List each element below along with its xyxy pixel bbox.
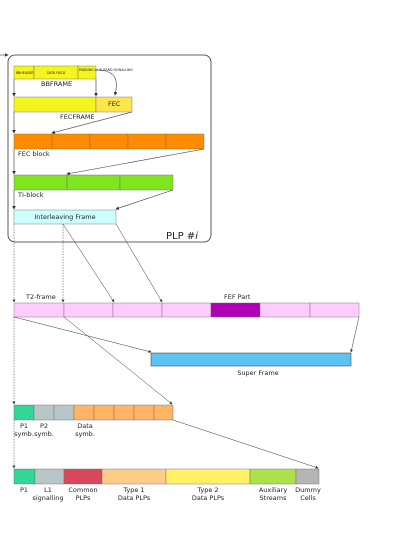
type1-cell-label: Type 1 [122, 486, 144, 494]
data-symbol-cell [93, 404, 115, 421]
p2-symb-label: P2 [40, 422, 48, 430]
t2-to-superframe-right [350, 316, 360, 353]
padding-label: PADDING or IN-BAND SIGNALLING [79, 68, 133, 72]
ti-block-cell [119, 174, 174, 191]
fecblock-to-tiblock-right [66, 148, 205, 176]
super-frame: Super Frame [150, 352, 352, 377]
fef-part-caption: FEF Part [224, 293, 251, 301]
t2-to-symbols-right [63, 316, 173, 405]
fec-block-cell [127, 133, 167, 150]
fecframe-caption: FECFRAME [60, 113, 95, 121]
t2-frame-cell [112, 302, 163, 318]
tiblock-to-interleaving-right [115, 189, 174, 210]
dummy-cells-cell [295, 468, 320, 485]
data-symbol-cell [113, 404, 135, 421]
p2-symb-label-2: symb. [34, 430, 54, 438]
ti-block-cell [13, 174, 68, 191]
ti-block-row: TI-block [13, 174, 174, 199]
ti-block-cell [66, 174, 121, 191]
cell-row: P1 L1 signalling Common PLPs Type 1 Data… [13, 468, 321, 502]
p1-symb-label: P1 [20, 422, 28, 430]
p2-symbol-cell [53, 404, 75, 421]
fec-block-cell [165, 133, 205, 150]
data-symbol-cell [133, 404, 155, 421]
p1-cell-label: P1 [20, 486, 28, 494]
fec-block-row: FEC block [13, 133, 205, 158]
fecframe: FEC FECFRAME [13, 96, 133, 121]
bbframe-to-fec-arrow [95, 69, 118, 96]
dummy-cell-label-2: Cells [300, 494, 316, 502]
t2-frame-cell [13, 302, 65, 318]
data-symb-label-2: symb. [75, 430, 95, 438]
padding-cell [77, 65, 97, 80]
type2-data-plps-cell [165, 468, 251, 485]
fec-block-cell [13, 133, 53, 150]
super-frame-caption: Super Frame [237, 369, 278, 377]
symbols-to-cells-right [172, 419, 319, 469]
if-to-t2-b [115, 223, 163, 303]
p1-symbol-cell [13, 404, 35, 421]
common-cell-label-2: PLPs [76, 494, 91, 502]
data-symb-label: Data [77, 422, 93, 430]
interleaving-frame: Interleaving Frame [13, 209, 117, 225]
bbframe-caption: BBFRAME [41, 80, 72, 88]
l1-cell-label: L1 [44, 486, 52, 494]
type1-data-plps-cell [101, 468, 167, 485]
data-field-label: DATA FIELD [47, 71, 66, 75]
t2-frame-cell [259, 302, 311, 318]
type2-cell-label-2: Data PLPs [192, 494, 225, 502]
fecframe-fec-cell [95, 96, 133, 113]
bbframe: BBHEADER DATA FIELD PADDING or IN-BAND S… [13, 65, 133, 88]
symbol-row: P1 symb. P2 symb. Data symb. [13, 404, 174, 438]
interleaving-frame-box [13, 209, 117, 225]
fef-part-cell [210, 302, 261, 318]
p2-symbol-cell [33, 404, 55, 421]
plp-container [7, 54, 212, 243]
p1-cell [13, 468, 36, 485]
auxiliary-streams-cell [249, 468, 297, 485]
if-to-t2-a [62, 223, 115, 303]
t2-frame-cell [161, 302, 212, 318]
t2-to-superframe-left [13, 316, 152, 353]
data-symbol-cell [73, 404, 95, 421]
fec-label: FEC [108, 100, 121, 108]
l1-signalling-cell [34, 468, 65, 485]
super-frame-box [150, 352, 352, 367]
fec-block-cell [89, 133, 129, 150]
t2-frame-caption: T2-frame [25, 293, 56, 301]
type1-cell-label-2: Data PLPs [118, 494, 151, 502]
plp-label: PLP #i [166, 231, 198, 242]
t2-frame-cell [63, 302, 114, 318]
common-plps-cell [63, 468, 103, 485]
data-symbol-cell [153, 404, 174, 421]
t2-frame-row: T2-frame FEF Part [13, 293, 360, 318]
aux-cell-label: Auxiliary [259, 486, 287, 494]
p1-symb-label-2: symb. [14, 430, 34, 438]
interleaving-frame-label: Interleaving Frame [34, 213, 95, 221]
bbheader-label: BBHEADER [16, 71, 34, 75]
fec-block-caption: FEC block [18, 150, 50, 158]
fecframe-data-cell [13, 96, 97, 113]
t2-frame-cell [309, 302, 360, 318]
fecframe-to-fecblock-right [51, 111, 133, 134]
fec-block-cell [51, 133, 91, 150]
l1-cell-label-2: signalling [32, 494, 63, 502]
dummy-cell-label: Dummy [295, 486, 321, 494]
aux-cell-label-2: Streams [260, 494, 288, 502]
ti-block-caption: TI-block [17, 191, 44, 199]
type2-cell-label: Type 2 [196, 486, 218, 494]
common-cell-label: Common [68, 486, 97, 494]
